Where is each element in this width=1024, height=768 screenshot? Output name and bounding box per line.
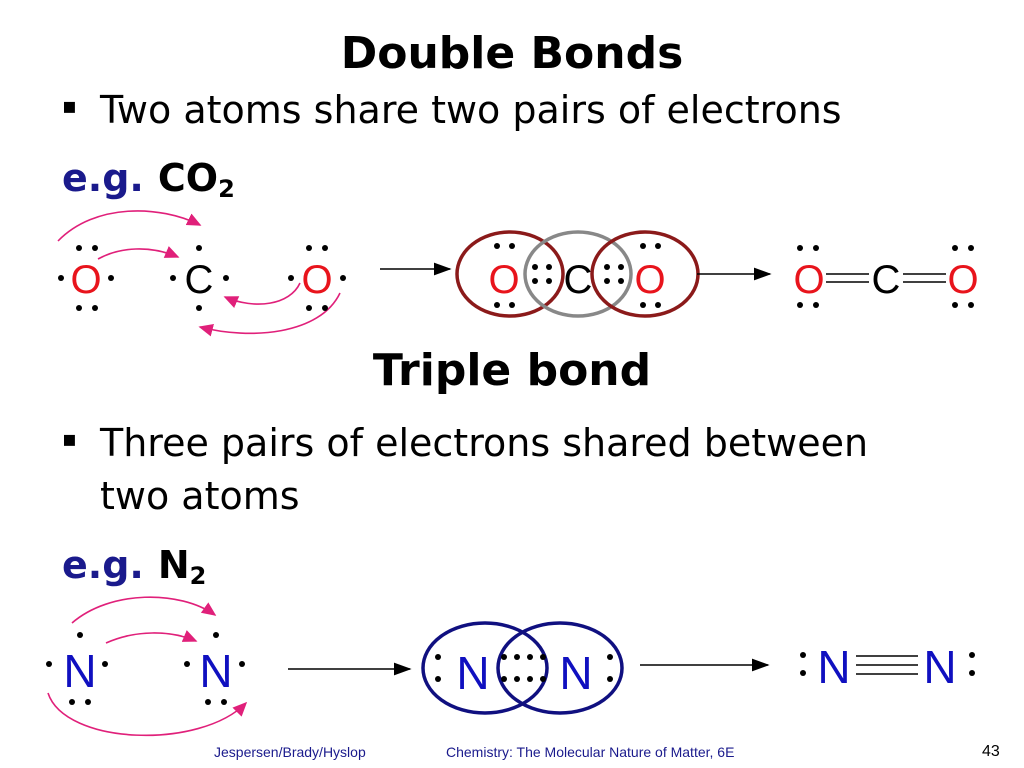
valence-dots bbox=[170, 245, 229, 311]
nitrogen-atom: N bbox=[456, 647, 489, 699]
carbon-atom: C bbox=[872, 258, 901, 302]
bullet-square-icon: ▪ bbox=[62, 426, 77, 452]
bullet-item-2: ▪ Three pairs of electrons shared between… bbox=[62, 418, 962, 521]
shared-ring bbox=[496, 621, 624, 715]
nitrogen-atom: N bbox=[817, 641, 850, 693]
lone-pair-dots bbox=[58, 245, 114, 311]
bullet-text-2-line-1: Three pairs of electrons shared between bbox=[100, 421, 869, 465]
electron-arrow bbox=[223, 282, 301, 308]
bullet-item-1: ▪ Two atoms share two pairs of electrons bbox=[62, 88, 962, 132]
electron-arrow bbox=[105, 630, 198, 644]
nitrogen-atom: N bbox=[199, 645, 232, 697]
oxygen-atom: O bbox=[488, 258, 519, 302]
electron-arrow bbox=[57, 210, 202, 242]
co2-lewis-diagram: O C O O C O O C O bbox=[57, 210, 979, 337]
formula-co2: CO2 bbox=[157, 156, 235, 203]
page-number: 43 bbox=[982, 743, 1000, 760]
valence-dots bbox=[46, 632, 108, 705]
carbon-atom: C bbox=[564, 258, 593, 302]
shared-ring bbox=[455, 230, 565, 318]
bullet-text-2-line-2: two atoms bbox=[100, 473, 300, 518]
eg-label: e.g. bbox=[62, 543, 144, 587]
lone-pair-dots bbox=[797, 245, 974, 308]
nitrogen-atom: N bbox=[63, 645, 96, 697]
electron-arrow bbox=[97, 246, 180, 260]
shared-ring bbox=[421, 621, 549, 715]
oxygen-atom: O bbox=[301, 258, 332, 302]
bullet-text-1: Two atoms share two pairs of electrons bbox=[100, 88, 842, 132]
formula-n2: N2 bbox=[157, 543, 207, 590]
example-co2: e.g. CO2 bbox=[62, 156, 235, 203]
electron-arrow bbox=[47, 692, 248, 737]
slide-title: Double Bonds bbox=[340, 28, 684, 79]
oxygen-atom: O bbox=[793, 258, 824, 302]
triple-bond-lines bbox=[856, 655, 918, 675]
eg-label: e.g. bbox=[62, 156, 144, 200]
shared-electron-dots bbox=[494, 243, 661, 308]
footer-book-title: Chemistry: The Molecular Nature of Matte… bbox=[446, 744, 735, 760]
n2-lewis-diagram: N N N N N N bbox=[46, 596, 975, 737]
double-bond-lines bbox=[826, 273, 946, 283]
shared-ring bbox=[523, 230, 633, 318]
oxygen-atom: O bbox=[634, 258, 665, 302]
electron-arrow bbox=[198, 292, 341, 337]
oxygen-atom: O bbox=[70, 258, 101, 302]
shared-electron-dots bbox=[435, 654, 613, 682]
oxygen-atom: O bbox=[947, 258, 978, 302]
section-title-triple-bond: Triple bond bbox=[372, 345, 652, 396]
valence-dots bbox=[184, 632, 245, 705]
nitrogen-atom: N bbox=[559, 647, 592, 699]
carbon-atom: C bbox=[185, 258, 214, 302]
bullet-square-icon: ▪ bbox=[62, 94, 77, 119]
lone-pair-dots bbox=[800, 652, 975, 676]
example-n2: e.g. N2 bbox=[62, 543, 206, 590]
footer-authors: Jespersen/Brady/Hyslop bbox=[214, 744, 366, 760]
lone-pair-dots bbox=[288, 245, 346, 311]
nitrogen-atom: N bbox=[923, 641, 956, 693]
electron-arrow bbox=[71, 596, 217, 624]
